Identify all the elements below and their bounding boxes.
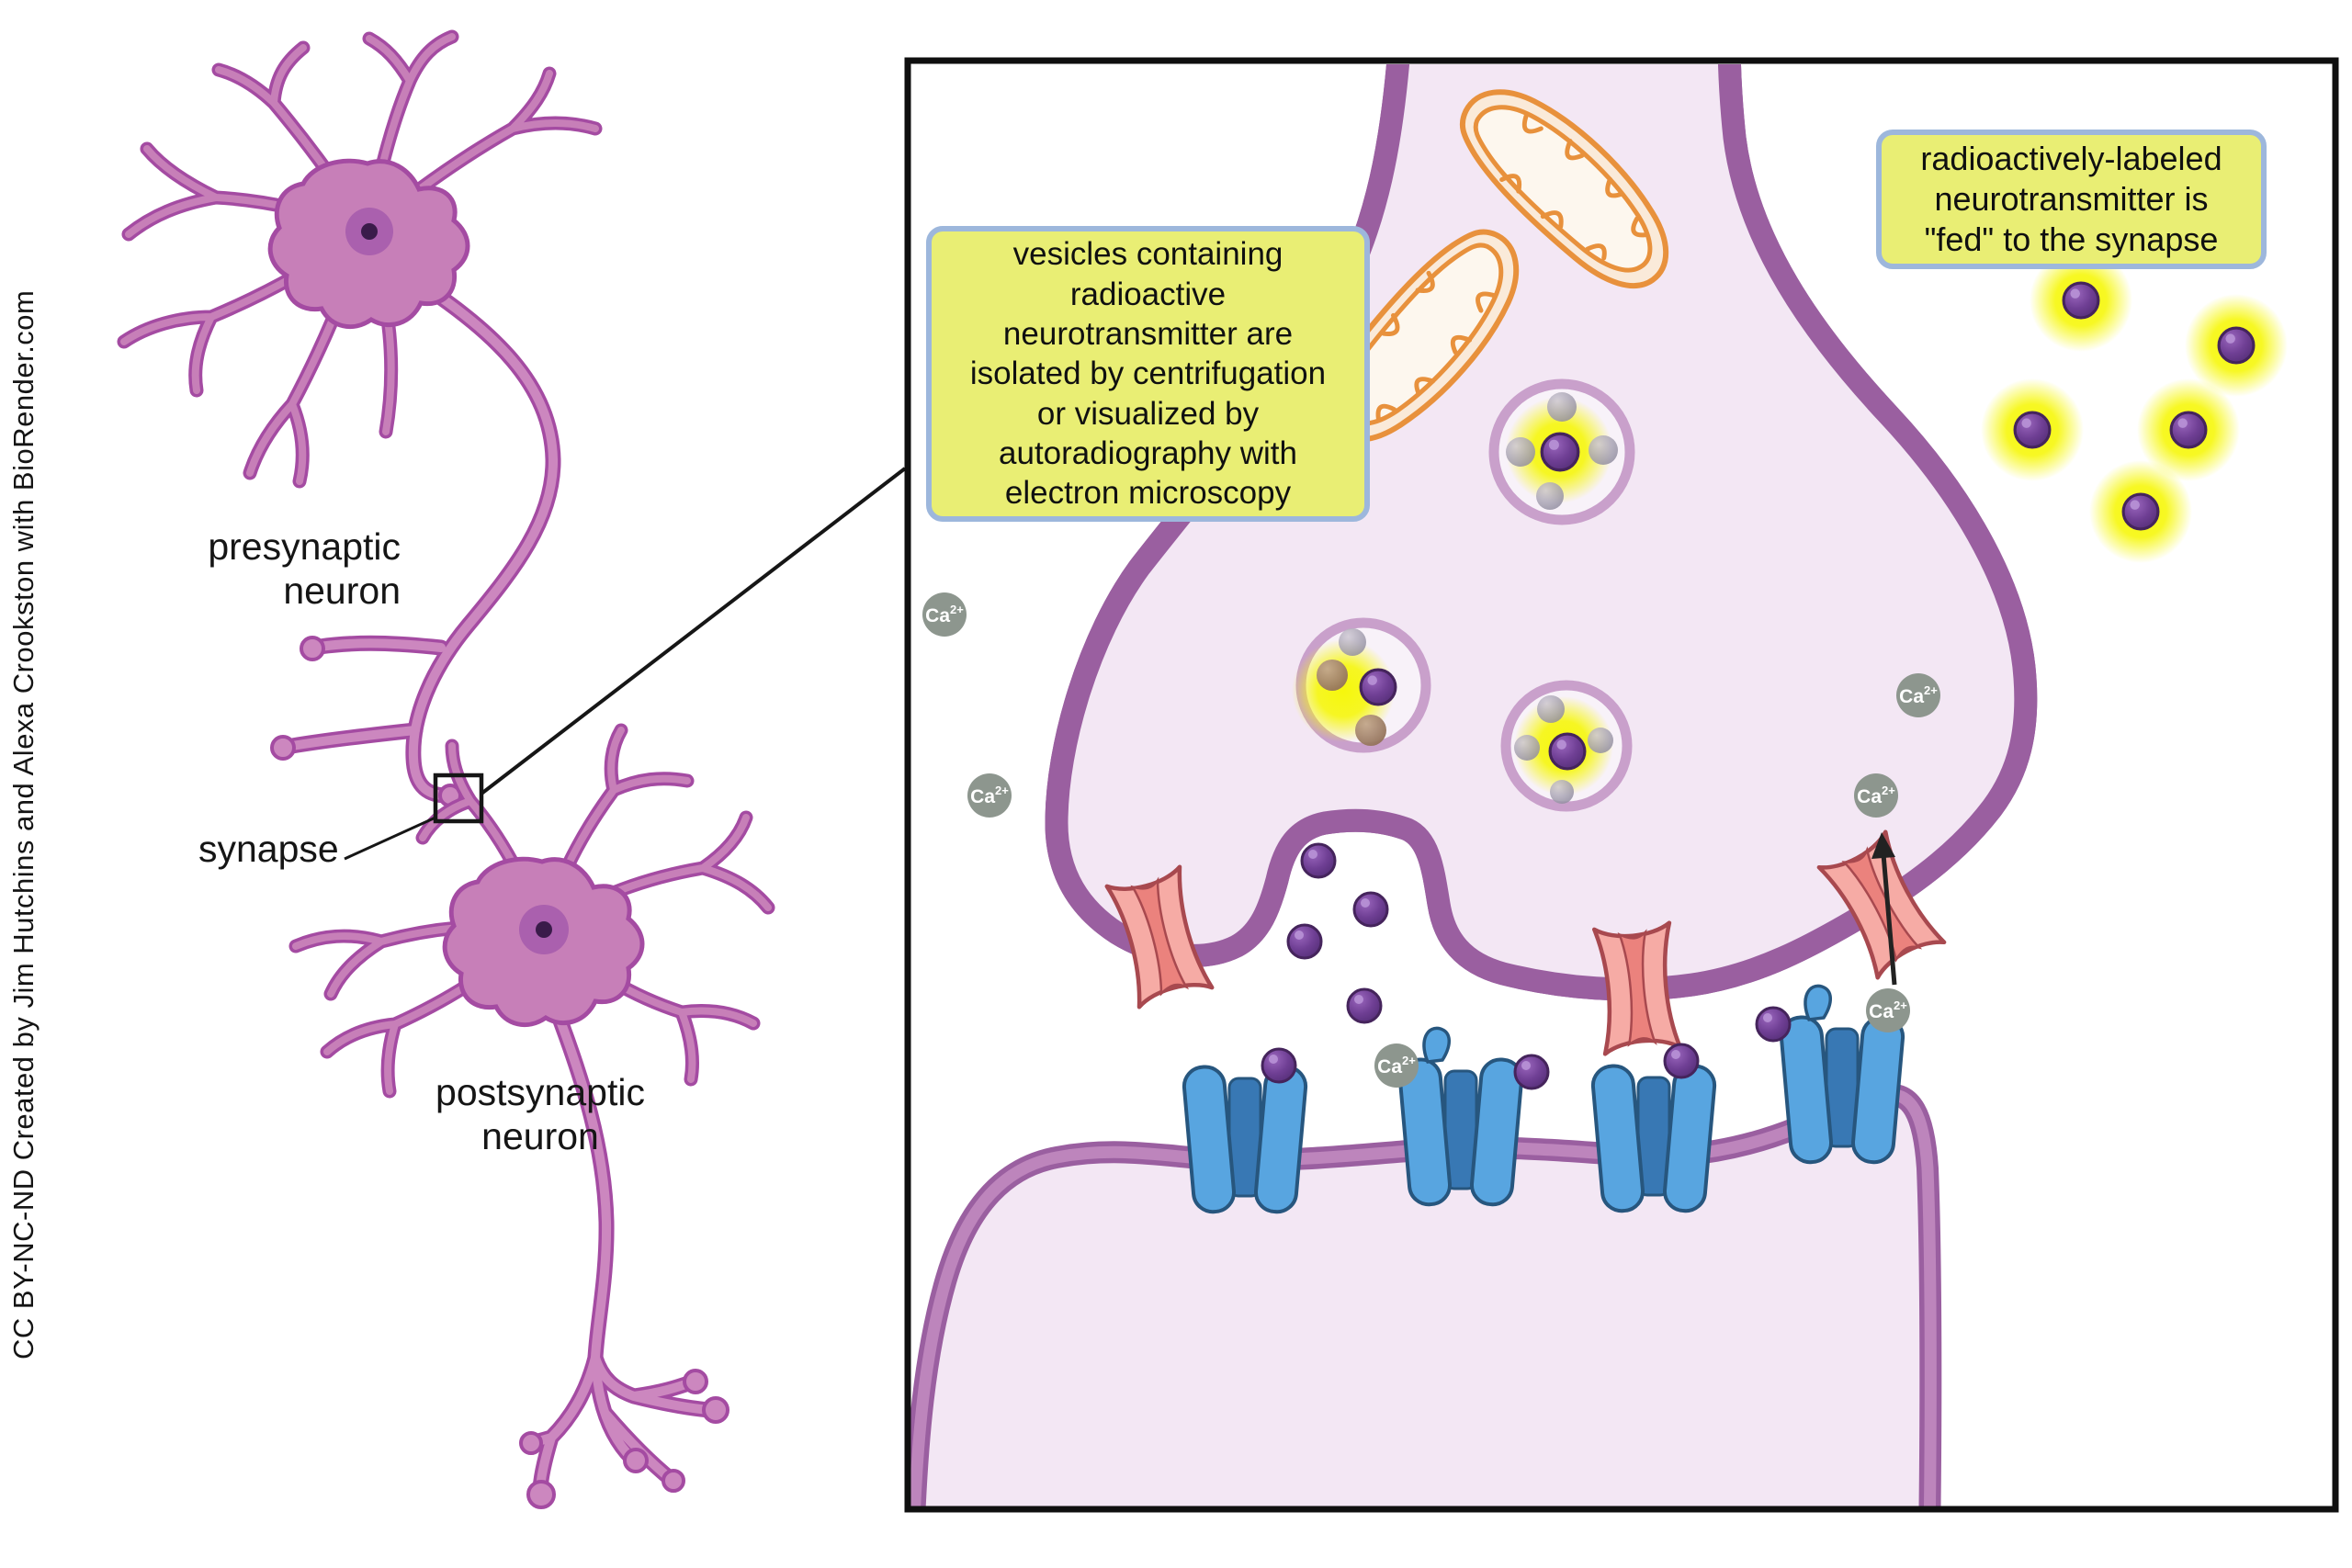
callout-fed: radioactively-labeled neurotransmitter i… — [1876, 130, 2267, 269]
synaptic-vesicle-2 — [1292, 617, 1431, 753]
synaptic-vesicle-1 — [1488, 378, 1635, 525]
calcium-channel-2 — [1594, 923, 1680, 1055]
presynaptic-terminal — [1045, 64, 2026, 989]
label-synapse: synapse — [198, 828, 339, 870]
calcium-entry-arrow-icon — [1871, 832, 1897, 986]
credit-text: CC BY-NC-ND Created by Jim Hutchins and … — [7, 289, 40, 1359]
presynaptic-neuron-drawing — [124, 37, 595, 807]
postsynaptic-neuron-drawing — [296, 730, 768, 1509]
calcium-ion-5 — [1866, 988, 1910, 1032]
receptor-1 — [1181, 1063, 1309, 1215]
synaptic-vesicle-3 — [1500, 680, 1633, 812]
calcium-ion-3 — [1896, 673, 1940, 717]
label-postsynaptic-neuron: postsynaptic neuron — [435, 1071, 645, 1157]
nucleolus — [536, 921, 552, 938]
receptor-3 — [1589, 1062, 1718, 1214]
callout-vesicles: vesicles containing radioactive neurotra… — [926, 226, 1370, 522]
fed-neurotransmitter-group — [1981, 249, 2288, 563]
zoom-box — [433, 773, 484, 824]
axon-terminal-bouton — [519, 1369, 729, 1509]
calcium-ion-2 — [967, 773, 1012, 818]
panel-border — [904, 57, 2339, 1513]
calcium-ion-6 — [1374, 1043, 1419, 1088]
nucleolus — [361, 223, 378, 240]
calcium-ion-4 — [1854, 773, 1898, 818]
synapse-pointer-line — [344, 816, 436, 861]
zoom-connector-line — [480, 467, 907, 795]
axon-bouton — [270, 636, 462, 807]
calcium-ion-1 — [922, 592, 967, 637]
label-presynaptic-neuron: presynaptic neuron — [208, 525, 401, 612]
